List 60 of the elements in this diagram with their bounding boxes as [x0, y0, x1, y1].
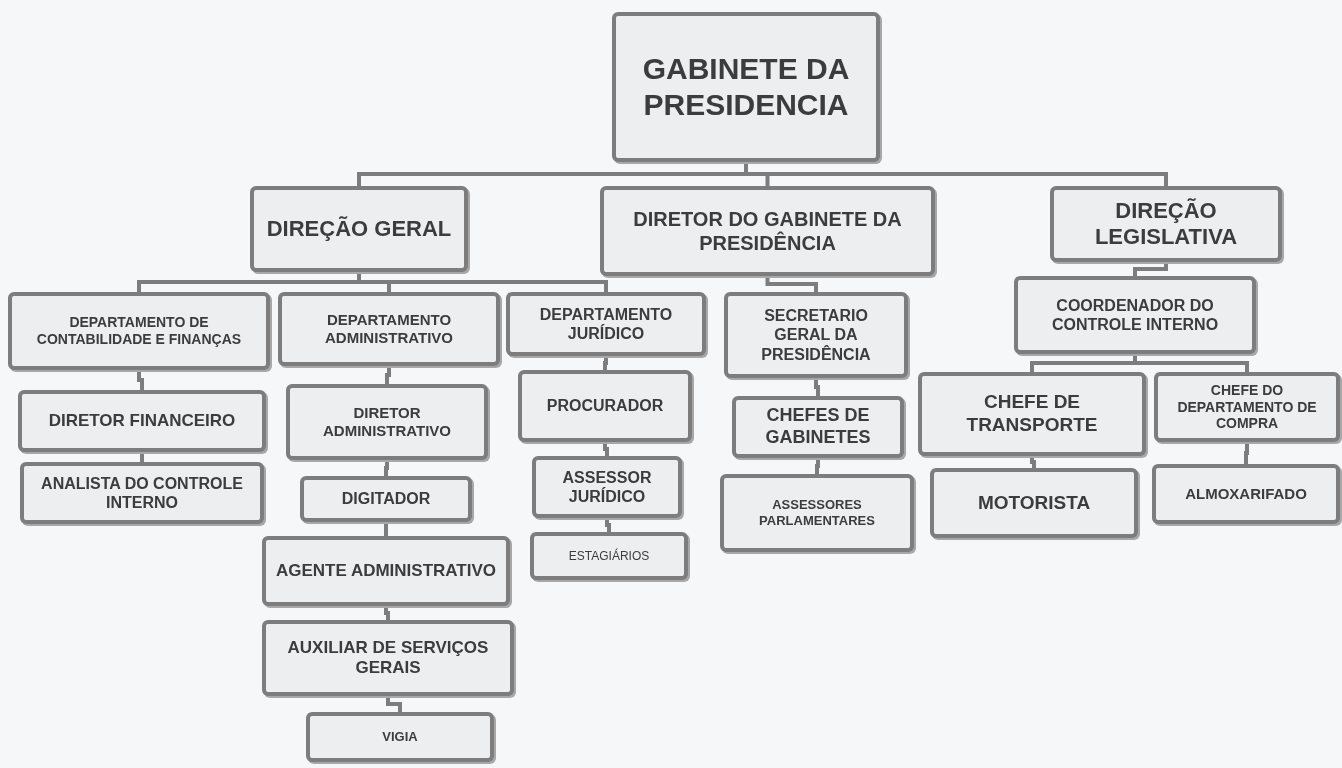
connector-line	[137, 370, 144, 390]
org-box	[506, 292, 706, 356]
org-box	[918, 372, 1146, 456]
org-box	[518, 370, 692, 442]
box-label: ASSESSOR JURÍDICO	[561, 467, 653, 507]
org-box	[1050, 186, 1282, 262]
org-box	[530, 532, 688, 580]
box-label: CHEFES DE GABINETES	[764, 405, 872, 449]
org-box	[262, 620, 514, 696]
org-box	[724, 292, 908, 378]
org-box	[20, 462, 264, 524]
connector-line	[386, 696, 402, 712]
box-label: GABINETE DA PRESIDENCIA	[641, 51, 851, 123]
org-box	[600, 186, 935, 276]
org-box	[1152, 464, 1340, 524]
org-box	[262, 536, 510, 606]
box-label: SECRETARIO GERAL DA PRESIDÊNCIA	[760, 306, 872, 364]
box-label: DIREÇÃO GERAL	[266, 215, 452, 243]
connector-line	[765, 276, 818, 292]
box-label: DIRETOR FINANCEIRO	[48, 410, 236, 432]
box-label: COORDENADOR DO CONTROLE INTERNO	[1050, 295, 1220, 335]
connector-line	[1133, 262, 1168, 276]
connector-line	[1244, 442, 1249, 464]
box-label: ANALISTA DO CONTROLE INTERNO	[40, 473, 244, 513]
org-box	[1154, 372, 1340, 442]
org-box	[612, 12, 880, 162]
box-label: VIGIA	[382, 729, 418, 745]
org-box	[300, 476, 472, 522]
org-box	[278, 292, 500, 366]
box-label: DIRETOR DO GABINETE DA PRESIDÊNCIA	[632, 207, 903, 255]
connector-line	[814, 378, 820, 396]
connector-line	[357, 272, 608, 292]
box-label: MOTORISTA	[977, 491, 1091, 515]
box-label: ALMOXARIFADO	[1185, 485, 1307, 503]
box-label: DEPARTAMENTO DE CONTABILIDADE E FINANÇAS	[35, 314, 243, 348]
box-label: DIGITADOR	[341, 489, 431, 509]
org-box	[286, 384, 488, 460]
box-label: CHEFE DO DEPARTAMENTO DE COMPRA	[1176, 381, 1318, 433]
org-box	[8, 292, 270, 370]
connector-line	[385, 366, 391, 384]
org-box	[1014, 276, 1256, 354]
org-box	[930, 468, 1138, 538]
connector-line	[1133, 354, 1249, 372]
box-label: CHEFE DE TRANSPORTE	[965, 391, 1099, 437]
org-box	[720, 474, 914, 552]
box-label: AUXILIAR DE SERVIÇOS GERAIS	[286, 637, 490, 679]
org-box	[532, 456, 682, 518]
org-box	[18, 390, 266, 452]
box-label: ESTAGIÁRIOS	[568, 548, 650, 564]
box-label: DIRETOR ADMINISTRATIVO	[321, 404, 453, 440]
org-box	[732, 396, 904, 458]
box-label: AGENTE ADMINISTRATIVO	[275, 560, 497, 582]
org-box	[250, 186, 468, 272]
box-label: DIREÇÃO LEGISLATIVA	[1093, 197, 1239, 251]
org-box	[306, 712, 494, 762]
box-label: DEPARTAMENTO ADMINISTRATIVO	[323, 311, 455, 347]
connector-line	[744, 162, 1168, 186]
box-label: DEPARTAMENTO JURÍDICO	[538, 304, 674, 344]
box-label: ASSESSORES PARLAMENTARES	[758, 497, 876, 529]
box-label: PROCURADOR	[546, 396, 664, 416]
